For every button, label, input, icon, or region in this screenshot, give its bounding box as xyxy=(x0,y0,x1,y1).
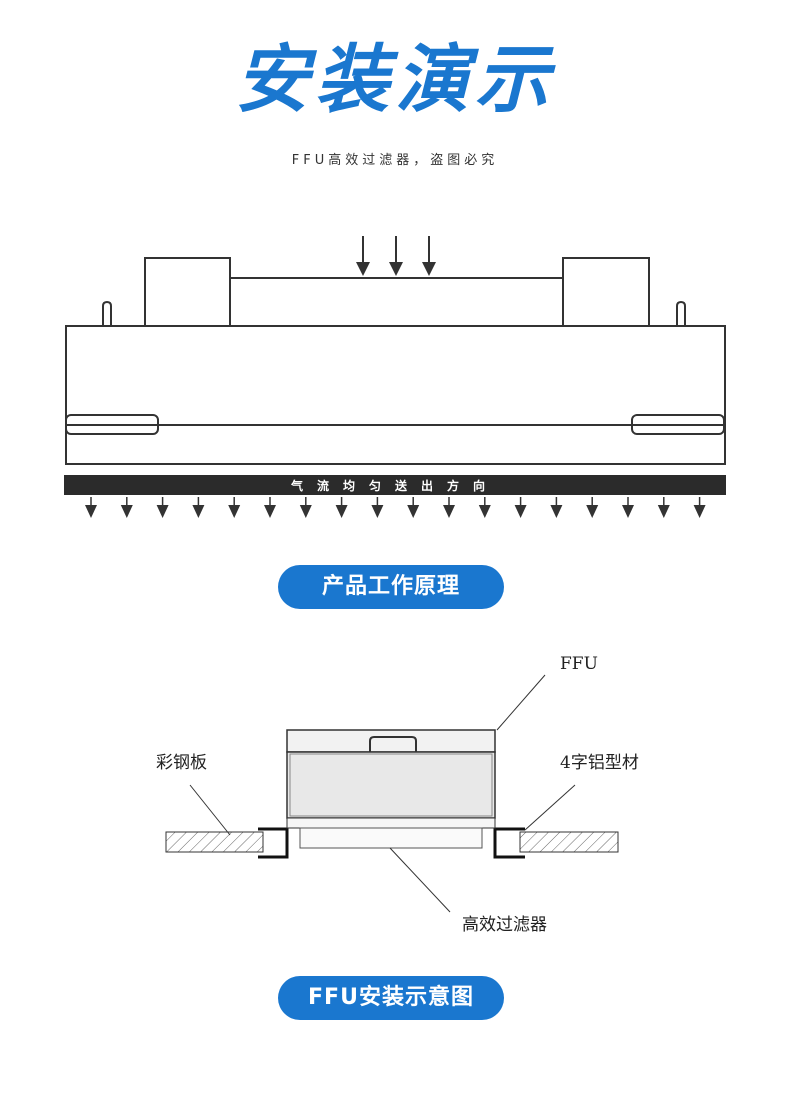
ffu-flange xyxy=(286,817,496,829)
outlet-arrow-head xyxy=(335,505,348,518)
right-handle xyxy=(631,414,725,435)
page-subtitle: FFU高效过滤器，盗图必究 xyxy=(291,153,499,168)
outlet-arrow-head xyxy=(371,505,384,518)
outlet-arrows xyxy=(85,497,706,518)
label-steel-plate: 彩钢板 xyxy=(156,753,207,773)
page-title: 安装演示 xyxy=(235,37,555,123)
installation-drawing: FFU 彩钢板 4字铝型材 高效过滤器 xyxy=(156,654,639,935)
outlet-arrow-head xyxy=(550,505,563,518)
airflow-bar xyxy=(64,475,726,495)
outlet-arrow-head xyxy=(443,505,455,518)
label-hepa-filter: 高效过滤器 xyxy=(462,915,547,935)
fan-housing xyxy=(229,277,564,327)
outlet-arrow-head xyxy=(228,505,241,518)
outlet-arrow-head xyxy=(156,505,169,518)
label-aluminum-profile: 4字铝型材 xyxy=(560,753,639,773)
ffu-handle xyxy=(369,736,417,752)
ffu-box-body xyxy=(286,751,496,819)
outlet-arrow-head xyxy=(299,505,312,518)
outlet-arrow-head xyxy=(693,505,706,518)
right-top-housing xyxy=(562,257,650,327)
outlet-arrow-head xyxy=(407,505,420,518)
left-aluminum-profile xyxy=(258,827,289,859)
outlet-arrow-head xyxy=(622,505,634,518)
left-top-housing xyxy=(144,257,231,327)
label-ffu: FFU xyxy=(560,654,598,674)
outlet-arrow-head xyxy=(85,505,97,518)
outlet-arrow-head xyxy=(120,505,133,518)
outlet-arrow-head xyxy=(478,505,491,518)
ffu-main-body xyxy=(65,325,726,465)
principle-caption-badge: 产品工作原理 xyxy=(278,565,504,609)
left-handle xyxy=(65,414,159,435)
installation-caption-badge: FFU安装示意图 xyxy=(278,976,504,1020)
left-steel-plate xyxy=(165,831,264,853)
airflow-label: 气流均匀送出方向 xyxy=(290,478,499,493)
ffu-unit-drawing xyxy=(65,236,726,465)
inlet-arrows xyxy=(362,236,430,266)
outlet-arrow-head xyxy=(264,505,276,518)
hepa-filter xyxy=(299,827,483,849)
outlet-arrow-head xyxy=(514,505,527,518)
ffu-box-top xyxy=(286,729,496,753)
right-aluminum-profile xyxy=(493,827,525,859)
right-steel-plate xyxy=(519,831,619,853)
outlet-arrow-head xyxy=(586,505,599,518)
outlet-arrow-head xyxy=(657,505,670,518)
outlet-arrow-head xyxy=(192,505,205,518)
